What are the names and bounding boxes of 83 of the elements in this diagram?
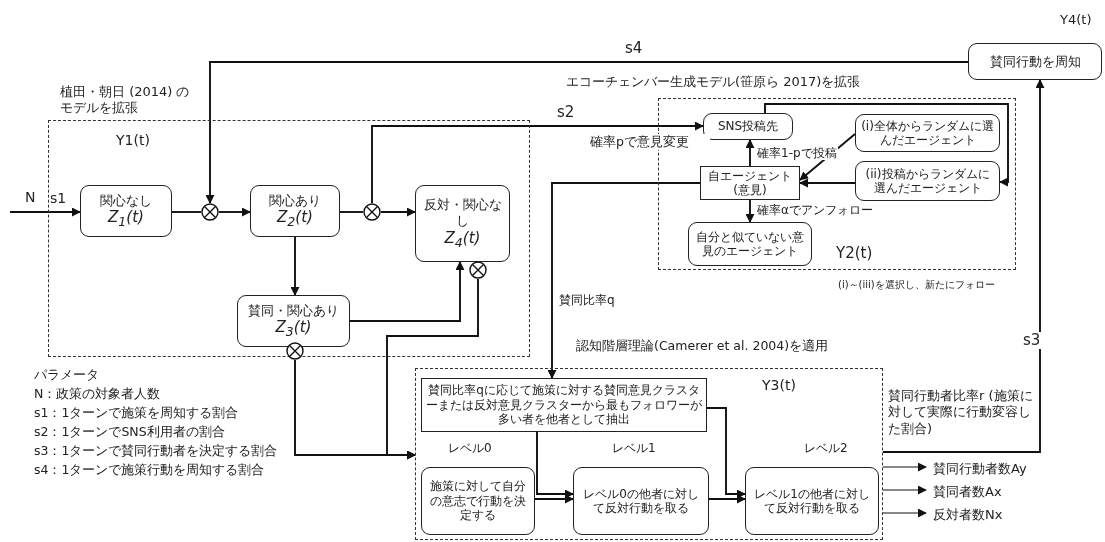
process-box	[573, 467, 709, 535]
arrow	[882, 79, 1045, 453]
edge-label: 賛同比率q	[558, 294, 616, 308]
variable-label: Z$_{4}$(t)	[444, 228, 481, 250]
edge-label: 確率αでアンフォロー	[756, 204, 874, 218]
process-box	[700, 166, 800, 200]
multiplier-symbol	[469, 261, 487, 279]
edge-label: 確率1-pで投稿	[756, 147, 838, 161]
parameter-text: s4：1ターンで施策行動を周知する割合	[34, 462, 266, 478]
arrow	[349, 261, 465, 322]
variable-label: Z$_{3}$(t)	[275, 318, 312, 340]
arrow	[534, 494, 574, 504]
arrow	[218, 207, 251, 217]
box-label: レベル1の他者に対して反対行動を取る	[753, 486, 871, 516]
arrow	[708, 494, 746, 504]
arrow	[882, 508, 927, 518]
box-label: 賛同行動を周知	[989, 53, 1081, 70]
process-box	[855, 161, 1000, 201]
connector-line	[339, 211, 364, 213]
parameter-text: N：政策の対象者人数	[34, 386, 162, 402]
node-caption: レベル2	[804, 441, 848, 456]
box-label: (ii)投稿からランダムに選んだエージェント	[864, 166, 991, 196]
box-label: (i)全体からランダムに選んだエージェント	[860, 118, 995, 148]
arrow	[745, 199, 755, 223]
box-label: 賛同比率qに応じて施策に対する賛同意見クラスターまたは反対意見クラスターから最もフォロワーが多い者を他者として抽出	[426, 383, 702, 427]
variable-label: Z$_{1}$(t)	[108, 208, 144, 230]
arrow	[9, 207, 81, 217]
process-box	[703, 113, 793, 140]
annotation-text: s1	[50, 190, 68, 208]
box-label: 反対・関心なし	[422, 197, 503, 229]
parameter-text: s1：1ターンで施策を周知する割合	[34, 405, 240, 421]
multiplier-symbol	[201, 203, 219, 221]
box-label: 関心なし	[100, 192, 152, 209]
arrow	[290, 236, 300, 296]
parameter-text: s2：1ターンでSNS利用者の割合	[34, 424, 226, 440]
group-variable-label: Y2(t)	[836, 244, 874, 263]
node-caption: レベル1	[612, 441, 656, 456]
output-label: 賛同行動者数Ay	[933, 460, 1027, 478]
arrow	[294, 359, 416, 460]
process-box	[237, 295, 350, 347]
group-heading: 認知階層理論(Camerer et al. 2004)を適用	[576, 338, 830, 354]
output-label: 賛同者数Ax	[933, 483, 1002, 501]
group-variable-label: Y1(t)	[116, 132, 151, 150]
group-heading: エコーチェンバー生成モデル(笹原ら 2017)を拡張	[566, 74, 862, 91]
output-label: 反対者数Nx	[933, 506, 1003, 524]
arrow	[547, 182, 701, 379]
process-box	[80, 185, 172, 237]
connector-line	[171, 211, 202, 213]
node-caption: Y4(t)	[1060, 12, 1092, 29]
arrow	[371, 121, 704, 204]
annotation-text: 賛同行動者比率r (施策に対して実際に行動変容した割合)	[888, 388, 1034, 437]
variable-label: Z$_{2}$(t)	[277, 208, 313, 230]
box-label: 関心あり	[269, 192, 321, 209]
parameter-text: パラメータ	[34, 367, 100, 383]
arrow	[799, 178, 856, 188]
process-box	[968, 43, 1102, 80]
box-label: 賛同・関心あり	[248, 302, 339, 319]
node-caption: レベル0	[448, 441, 492, 456]
arrow	[764, 103, 1009, 187]
multiplier-symbol	[363, 203, 381, 221]
box-label: SNS投稿先	[717, 119, 779, 134]
arrow	[745, 139, 755, 167]
arrow	[882, 485, 927, 495]
parameter-text: s3：1ターンで賛同行動者を決定する割合	[34, 443, 279, 459]
arrow	[536, 431, 574, 499]
box-label: 自エージェント (意見)	[707, 168, 793, 198]
group-heading: 植田・朝日 (2014) のモデルを拡張	[60, 84, 191, 117]
box-label: 自分と似ていない意見のエージェント	[695, 229, 805, 259]
process-box	[688, 222, 812, 266]
box-label: レベル0の他者に対して反対行動を取る	[582, 486, 700, 516]
group-variable-label: Y3(t)	[762, 377, 797, 395]
arrow	[882, 462, 927, 472]
arrow	[380, 207, 416, 217]
arrow	[706, 407, 746, 499]
process-box	[415, 185, 510, 262]
process-box	[250, 185, 340, 237]
box-label: 施策に対して自分の意志で行動を決定する	[429, 479, 527, 523]
edge-label: s3	[1022, 332, 1042, 349]
multiplier-symbol	[286, 342, 304, 360]
arrow	[205, 61, 969, 204]
process-box	[421, 467, 535, 535]
process-box	[745, 467, 879, 535]
annotation-text: 確率pで意見変更	[590, 134, 710, 150]
